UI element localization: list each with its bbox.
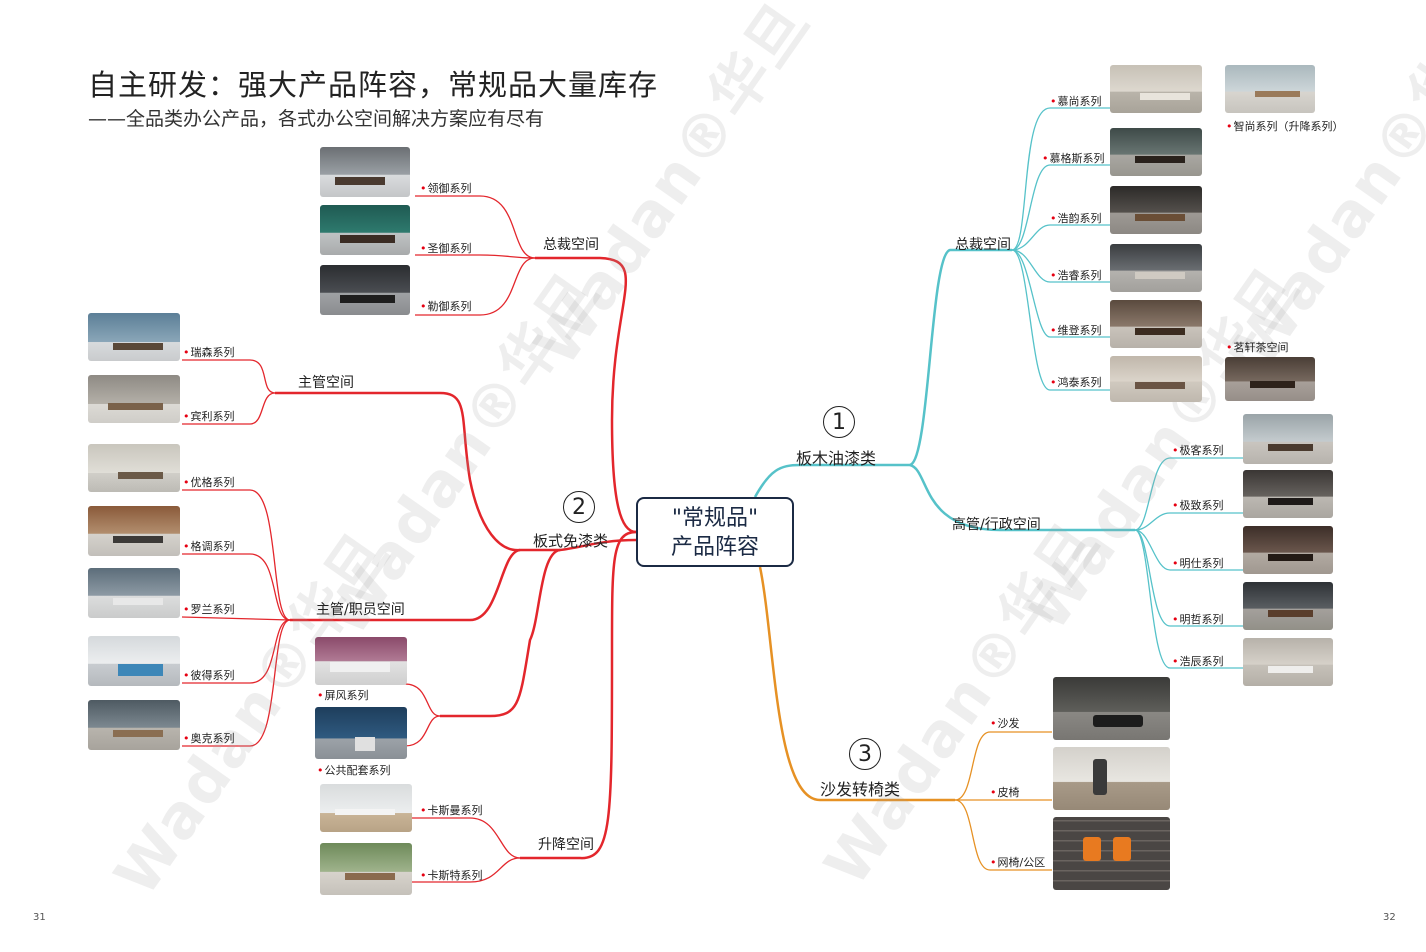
series-label: •勒御系列: [420, 300, 472, 313]
series-label: •圣御系列: [420, 242, 472, 255]
category-2-label: 板式免漆类: [533, 532, 609, 550]
branch-president-space-red: 总裁空间: [543, 237, 599, 253]
mesh-chair-photo: [1053, 817, 1170, 890]
teal-leaf-lines: [1011, 107, 1243, 669]
series-photo: [1243, 638, 1333, 686]
category-1-label: 板木油漆类: [796, 449, 877, 468]
series-photo: [88, 568, 180, 618]
center-line-2: 产品阵容: [670, 535, 759, 560]
series-label: •屏风系列: [317, 689, 369, 702]
page-number-left: 31: [33, 912, 46, 923]
series-label: •卡斯曼系列: [420, 804, 483, 817]
series-label: •皮椅: [990, 786, 1020, 799]
series-label: •浩睿系列: [1050, 269, 1102, 282]
series-photo: [320, 147, 410, 197]
chair-photo: [1053, 747, 1170, 810]
red-leaf-lines: [181, 195, 536, 883]
red-branch-lines: [275, 256, 637, 860]
category-3-number: 3: [849, 738, 881, 770]
page-title: 自主研发：强大产品阵容，常规品大量库存: [88, 68, 659, 102]
series-label: •明哲系列: [1172, 613, 1224, 626]
orange-branch-lines: [758, 566, 955, 802]
series-photo: [88, 375, 180, 423]
branch-executive-space: 高管/行政空间: [952, 517, 1041, 533]
series-photo: [320, 784, 412, 832]
series-photo: [320, 265, 410, 315]
series-photo: [1110, 300, 1202, 348]
series-label: •宾利系列: [183, 410, 235, 423]
series-photo: [315, 637, 407, 685]
series-photo: [1243, 582, 1333, 630]
series-photo: [88, 636, 180, 686]
orange-leaf-lines: [954, 731, 1052, 871]
series-label: •智尚系列（升降系列）: [1226, 120, 1344, 133]
series-label: •维登系列: [1050, 324, 1102, 337]
series-photo: [1110, 128, 1202, 176]
series-photo: [320, 843, 412, 895]
series-photo: [1110, 356, 1202, 402]
series-photo: [88, 313, 180, 361]
series-label: •罗兰系列: [183, 603, 235, 616]
series-photo: [1110, 65, 1202, 113]
series-label: •格调系列: [183, 540, 235, 553]
teal-branch-lines: [753, 248, 1135, 532]
series-photo: [1243, 414, 1333, 464]
series-photo: [1110, 186, 1202, 234]
series-label: •彼得系列: [183, 669, 235, 682]
branch-manager-space: 主管空间: [298, 375, 354, 391]
series-label: •极客系列: [1172, 444, 1224, 457]
series-photo: [1243, 526, 1333, 574]
series-label: •优格系列: [183, 476, 235, 489]
series-label: •沙发: [990, 717, 1020, 730]
series-label: •浩辰系列: [1172, 655, 1224, 668]
page-subtitle: ——全品类办公产品，各式办公空间解决方案应有尽有: [88, 108, 545, 130]
series-label: •茗轩茶空间: [1226, 341, 1289, 354]
series-label: •奥克系列: [183, 732, 235, 745]
series-photo: [315, 707, 407, 759]
branch-lifting-space: 升降空间: [538, 837, 594, 853]
category-3-label: 沙发转椅类: [820, 780, 901, 799]
series-label: •网椅/公区: [990, 856, 1046, 869]
series-label: •鸿泰系列: [1050, 376, 1102, 389]
series-photo: [1110, 244, 1202, 292]
series-label: •公共配套系列: [317, 764, 391, 777]
branch-president-space-teal: 总裁空间: [955, 237, 1011, 253]
series-photo: [88, 506, 180, 556]
sofa-photo: [1053, 677, 1170, 740]
branch-staff-space: 主管/职员空间: [316, 602, 405, 618]
center-node: "常规品" 产品阵容: [636, 497, 794, 567]
series-label: •慕尚系列: [1050, 95, 1102, 108]
category-2-number: 2: [563, 491, 595, 523]
series-label: •慕格斯系列: [1042, 152, 1105, 165]
category-1-number: 1: [823, 406, 855, 438]
series-label: •领御系列: [420, 182, 472, 195]
center-line-1: "常规品": [671, 506, 759, 531]
series-photo: [1243, 470, 1333, 518]
series-photo: [1225, 65, 1315, 113]
series-photo: [88, 444, 180, 492]
series-photo: [88, 700, 180, 750]
series-label: •明仕系列: [1172, 557, 1224, 570]
series-label: •极致系列: [1172, 499, 1224, 512]
series-photo: [320, 205, 410, 255]
series-label: •瑞森系列: [183, 346, 235, 359]
series-label: •浩韵系列: [1050, 212, 1102, 225]
page-number-right: 32: [1383, 912, 1396, 923]
series-photo: [1225, 357, 1315, 401]
series-label: •卡斯特系列: [420, 869, 483, 882]
